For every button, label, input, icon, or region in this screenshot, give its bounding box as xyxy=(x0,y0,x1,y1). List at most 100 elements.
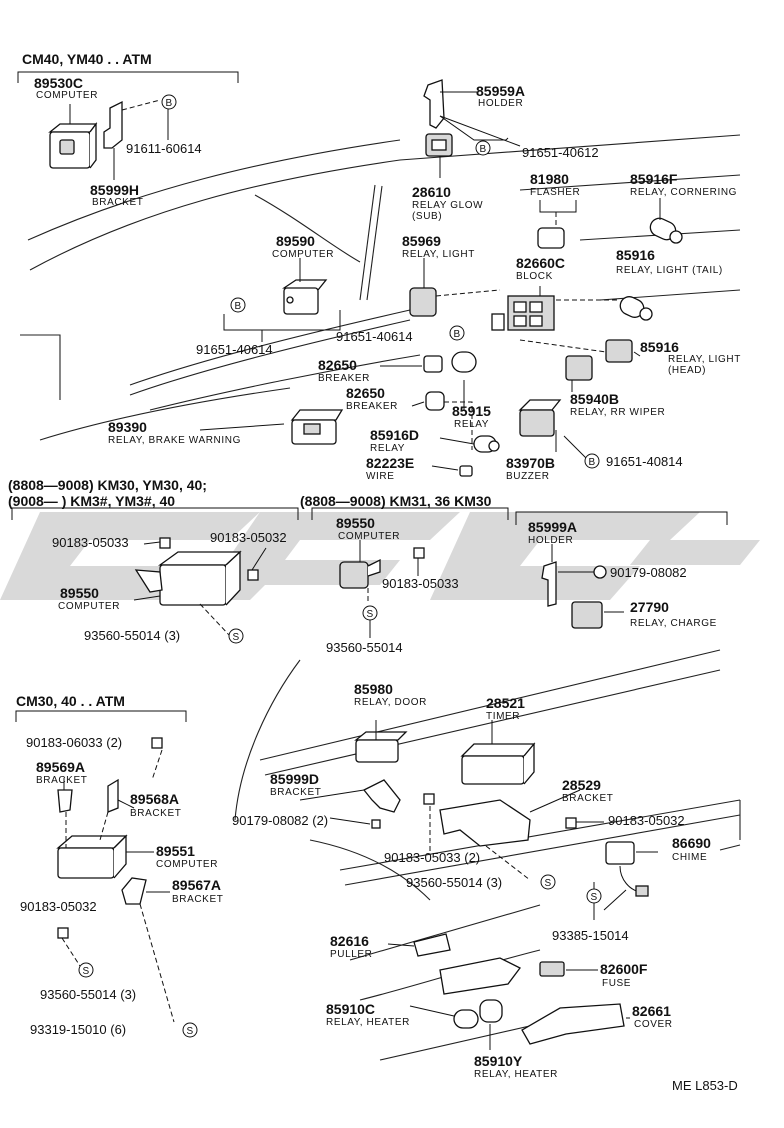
group-heading-km31: (8808—9008) KM31, 36 KM30 xyxy=(300,493,492,509)
part-number-85999h: 85999H xyxy=(90,182,139,198)
part-name-82660c: BLOCK xyxy=(516,271,553,282)
part-number-90183-05032-c: 90183-05032 xyxy=(608,813,685,828)
svg-text:B: B xyxy=(480,144,487,155)
part-number-89550-b: 89550 xyxy=(336,515,375,531)
computer-89550-a-shape xyxy=(134,550,242,606)
svg-text:S: S xyxy=(187,1026,194,1037)
relay-wiper-85940b-shape xyxy=(565,355,593,381)
group-heading-km30-b: (9008— ) KM3#, YM3#, 40 xyxy=(8,493,175,509)
computer-89590-shape xyxy=(282,279,328,315)
part-name2-85916-head: (HEAD) xyxy=(668,365,706,376)
part-number-89530c: 89530C xyxy=(34,75,83,91)
part-name-89568a: BRACKET xyxy=(130,808,181,819)
part-name-85916-head: RELAY, LIGHT xyxy=(668,354,741,365)
part-number-93319-15010: 93319-15010 (6) xyxy=(30,1022,126,1037)
part-number-89550-a: 89550 xyxy=(60,585,99,601)
part-labels: 89530C COMPUTER 91611-60614 85999H BRACK… xyxy=(20,75,741,1080)
cover-82661-shape xyxy=(521,1003,625,1045)
part-number-82661: 82661 xyxy=(632,1003,671,1019)
part-name-85999a: HOLDER xyxy=(528,535,573,546)
part-name-85910c: RELAY, HEATER xyxy=(326,1017,410,1028)
group-brackets xyxy=(11,71,728,722)
relay-cornering-85916f-shape xyxy=(649,217,683,244)
bracket-85999d-shape xyxy=(362,779,401,813)
part-number-85999a: 85999A xyxy=(528,519,577,535)
part-name-85940b: RELAY, RR WIPER xyxy=(570,407,665,418)
part-name-85999d: BRACKET xyxy=(270,787,321,798)
part-number-82223e: 82223E xyxy=(366,455,414,471)
chime-86690-shape xyxy=(605,841,649,897)
part-number-85959a: 85959A xyxy=(476,83,525,99)
clip-90179-08082-a-shape xyxy=(593,565,607,579)
part-number-28529: 28529 xyxy=(562,777,601,793)
part-name-89390: RELAY, BRAKE WARNING xyxy=(108,435,241,446)
fuse-82600f-shape xyxy=(539,961,565,977)
part-number-82650-b: 82650 xyxy=(346,385,385,401)
part-number-89569a: 89569A xyxy=(36,759,85,775)
marker-s-4: S xyxy=(182,1022,198,1038)
svg-text:B: B xyxy=(235,301,242,312)
part-name-85916d: RELAY xyxy=(370,443,405,454)
svg-text:S: S xyxy=(591,892,598,903)
relay-door-85980-shape xyxy=(354,731,408,763)
part-name-81980: FLASHER xyxy=(530,187,580,198)
part-name-85969: RELAY, LIGHT xyxy=(402,249,475,260)
block-82660c-shape xyxy=(491,295,555,331)
part-name-82661: COVER xyxy=(634,1019,673,1030)
part-number-85980: 85980 xyxy=(354,681,393,697)
marker-s-5: S xyxy=(540,874,556,890)
part-number-85916d: 85916D xyxy=(370,427,419,443)
computer-89551-shape xyxy=(56,834,128,879)
holder-85999a-shape xyxy=(541,561,557,607)
relay-brake-warning-89390-shape xyxy=(290,409,344,445)
computer-89530c-shape xyxy=(48,122,98,169)
clip-90183-06033-shape xyxy=(151,737,163,749)
part-name-85916-tail: RELAY, LIGHT (TAIL) xyxy=(616,265,723,276)
part-name-89569a: BRACKET xyxy=(36,775,87,786)
bracket-89569a-shape xyxy=(57,789,73,813)
part-number-90183-05033-c: 90183-05033 (2) xyxy=(384,850,480,865)
part-name-85959a: HOLDER xyxy=(478,98,523,109)
part-number-93560-55014-d: 93560-55014 (3) xyxy=(406,875,502,890)
relay-glow-28610-shape xyxy=(425,133,453,157)
diagram-code: ME L853-D xyxy=(672,1078,738,1093)
bolt-markers: B B B B B S S S S S S xyxy=(78,94,602,1038)
relay-heater-85910c-shape xyxy=(439,957,521,1029)
part-number-91611-60614: 91611-60614 xyxy=(126,141,202,156)
part-number-85916-head: 85916 xyxy=(640,339,679,355)
part-name-82223e: WIRE xyxy=(366,471,395,482)
part-illustrations xyxy=(48,79,683,1045)
part-name-89550-a: COMPUTER xyxy=(58,601,120,612)
marker-b-1: B xyxy=(161,94,177,110)
part-name-86690: CHIME xyxy=(672,852,707,863)
part-number-28610: 28610 xyxy=(412,184,451,200)
svg-text:S: S xyxy=(83,966,90,977)
part-number-90183-05033-b: 90183-05033 xyxy=(382,576,459,591)
clip-90183-05033-c-shape xyxy=(423,793,435,805)
part-number-85910c: 85910C xyxy=(326,1001,375,1017)
group-heading-cm30: CM30, 40 . . ATM xyxy=(16,693,125,709)
relay-tail-85916-shape xyxy=(619,296,653,321)
part-number-89590: 89590 xyxy=(276,233,315,249)
part-number-89551: 89551 xyxy=(156,843,195,859)
marker-b-4: B xyxy=(449,325,465,341)
part-number-90183-06033: 90183-06033 (2) xyxy=(26,735,122,750)
part-name-82650-b: BREAKER xyxy=(346,401,398,412)
part-number-93560-55014-c: 93560-55014 (3) xyxy=(40,987,136,1002)
part-number-93385-15014: 93385-15014 xyxy=(552,928,629,943)
part-number-91651-40614-a: 91651-40614 xyxy=(196,342,273,357)
part-number-83970b: 83970B xyxy=(506,455,555,471)
breaker-82650-b-shape xyxy=(425,391,445,411)
part-number-86690: 86690 xyxy=(672,835,711,851)
part-name-27790: RELAY, CHARGE xyxy=(630,618,717,629)
bracket-28529-shape xyxy=(439,799,531,847)
computer-89550-b-shape xyxy=(339,558,381,589)
clip-90183-05033-a-shape xyxy=(159,537,171,549)
marker-s-3: S xyxy=(78,962,94,978)
part-number-85940b: 85940B xyxy=(570,391,619,407)
part-number-90179-08082-b: 90179-08082 (2) xyxy=(232,813,328,828)
part-number-90179-08082-a: 90179-08082 xyxy=(610,565,687,580)
part-number-85915: 85915 xyxy=(452,403,491,419)
part-number-85969: 85969 xyxy=(402,233,441,249)
part-number-85999d: 85999D xyxy=(270,771,319,787)
